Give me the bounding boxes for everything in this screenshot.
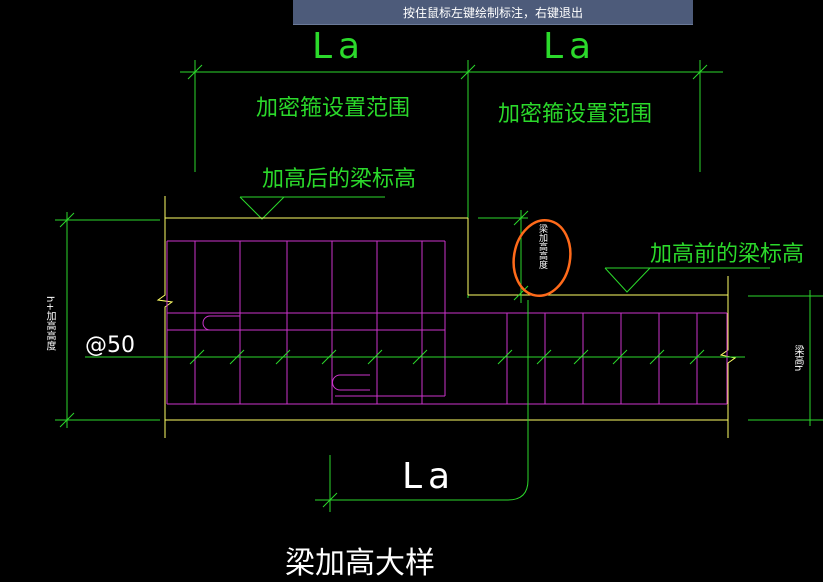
right-height-dimension (748, 290, 823, 426)
status-hint-bar: 按住鼠标左键绘制标注，右键退出 (293, 0, 693, 25)
la-label-top-left: La (312, 26, 367, 67)
status-hint-text: 按住鼠标左键绘制标注，右键退出 (402, 5, 583, 20)
drawing-title: 梁加高大样 (285, 546, 435, 581)
spacing-dimension (85, 349, 745, 365)
rebar-cage (166, 240, 728, 405)
left-height-dimension (55, 212, 160, 428)
la-label-top-right: La (543, 26, 598, 67)
middle-height-dimension (478, 210, 529, 303)
before-raise-elevation-label: 加高前的梁标高 (650, 242, 805, 267)
top-dimension-line (180, 60, 723, 298)
mid-height-label: 梁加高高度 (537, 224, 547, 269)
annotation-circle (512, 219, 572, 297)
beam-outline (156, 196, 737, 438)
bottom-la-dimension (315, 300, 529, 512)
dense-stirrup-range-left: 加密箍设置范围 (256, 96, 411, 121)
dense-stirrup-range-right: 加密箍设置范围 (498, 102, 653, 127)
after-raise-elevation-label: 加高后的梁标高 (262, 167, 417, 192)
spacing-label: @50 (85, 333, 135, 358)
elevation-markers (239, 196, 770, 293)
la-label-bottom: La (402, 456, 457, 497)
right-height-label: 梁高h (792, 345, 803, 372)
left-height-label: h+加高高度 (44, 296, 55, 351)
